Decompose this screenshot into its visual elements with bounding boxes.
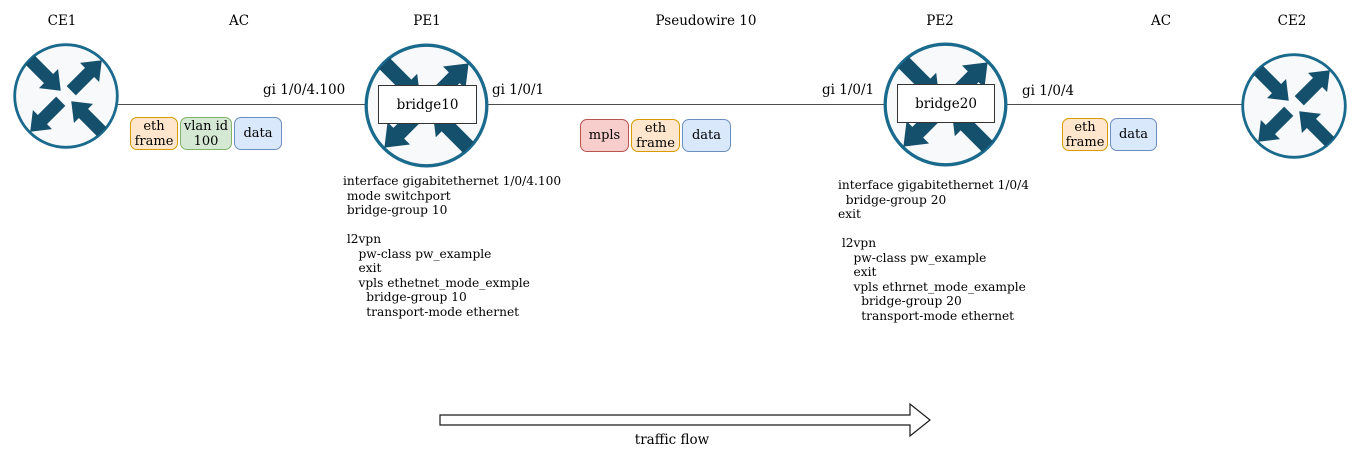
config-line: pw-class pw_example xyxy=(343,246,492,261)
bridge20-box: bridge20 xyxy=(897,84,995,123)
frame-stack-ac-right: eth frame data xyxy=(1062,118,1157,151)
frame-text: eth xyxy=(644,120,667,136)
config-line: bridge-group 10 xyxy=(343,203,448,217)
pe1-config-block: interface gigabitethernet 1/0/4.100 mode… xyxy=(343,174,561,319)
config-line: vpls ethetnet_mode_exmple xyxy=(343,275,530,290)
config-line: bridge-group 20 xyxy=(838,192,947,207)
traffic-flow-arrow-icon xyxy=(439,402,931,438)
frame-box-eth-frame: eth frame xyxy=(130,117,178,150)
frame-text: frame xyxy=(134,133,174,149)
frame-box-eth-frame: eth frame xyxy=(631,119,680,152)
frame-text: data xyxy=(243,126,273,141)
node-label-pe1: PE1 xyxy=(413,13,441,29)
frame-text: data xyxy=(691,128,722,143)
frame-box-vlan-id: vlan id 100 xyxy=(180,117,232,150)
frame-text: eth xyxy=(1074,119,1096,135)
segment-label-pseudowire: Pseudowire 10 xyxy=(655,13,757,29)
interface-label-pe2-ce2: gi 1/0/4 xyxy=(1022,83,1075,99)
frame-text: vlan id xyxy=(183,118,229,134)
interface-label-pe1-pseudowire: gi 1/0/1 xyxy=(492,82,545,98)
router-icon-ce2 xyxy=(1241,53,1347,159)
config-line: interface gigabitethernet 1/0/4 xyxy=(838,178,1030,192)
interface-label-pseudowire-pe2: gi 1/0/1 xyxy=(822,82,875,98)
frame-stack-ac-left: eth frame vlan id 100 data xyxy=(130,117,282,150)
config-line: transport-mode ethernet xyxy=(343,304,520,319)
config-line: mode switchport xyxy=(343,188,451,203)
config-line xyxy=(343,218,561,233)
node-label-ce2: CE2 xyxy=(1277,13,1307,29)
interface-label-ce1-pe1: gi 1/0/4.100 xyxy=(263,82,346,98)
node-label-pe2: PE2 xyxy=(926,13,954,29)
pe2-config-block: interface gigabitethernet 1/0/4 bridge-g… xyxy=(838,178,1029,323)
config-line: exit xyxy=(343,261,382,275)
frame-stack-pseudowire: mpls eth frame data xyxy=(580,119,731,152)
config-line: l2vpn xyxy=(343,232,382,246)
frame-text: 100 xyxy=(193,133,219,149)
traffic-flow-label: traffic flow xyxy=(634,432,710,448)
connection-line xyxy=(62,104,1295,105)
config-line: vpls ethrnet_mode_example xyxy=(838,279,1026,294)
frame-box-data: data xyxy=(234,117,282,150)
frame-text: data xyxy=(1118,127,1149,142)
frame-text: mpls xyxy=(588,128,621,143)
config-line: interface gigabitethernet 1/0/4.100 xyxy=(343,174,562,188)
frame-text: frame xyxy=(1065,134,1105,150)
config-line: pw-class pw_example xyxy=(838,250,987,265)
bridge10-box: bridge10 xyxy=(378,85,477,124)
node-label-ce1: CE1 xyxy=(47,13,77,29)
segment-label-ac-left: AC xyxy=(228,13,250,29)
frame-box-eth-frame: eth frame xyxy=(1062,118,1108,151)
router-icon-ce1 xyxy=(13,43,119,149)
segment-label-ac-right: AC xyxy=(1150,13,1172,29)
config-line: l2vpn xyxy=(838,236,877,250)
config-line: transport-mode ethernet xyxy=(838,308,1015,323)
frame-box-data: data xyxy=(1110,118,1157,151)
config-line xyxy=(838,222,1029,237)
config-line: bridge-group 20 xyxy=(838,294,962,308)
config-line: exit xyxy=(838,265,877,279)
frame-box-mpls: mpls xyxy=(580,119,629,152)
frame-text: frame xyxy=(636,135,675,151)
frame-box-data: data xyxy=(682,119,731,152)
config-line: bridge-group 10 xyxy=(343,290,467,304)
config-line: exit xyxy=(838,207,861,221)
frame-text: eth xyxy=(143,118,165,134)
